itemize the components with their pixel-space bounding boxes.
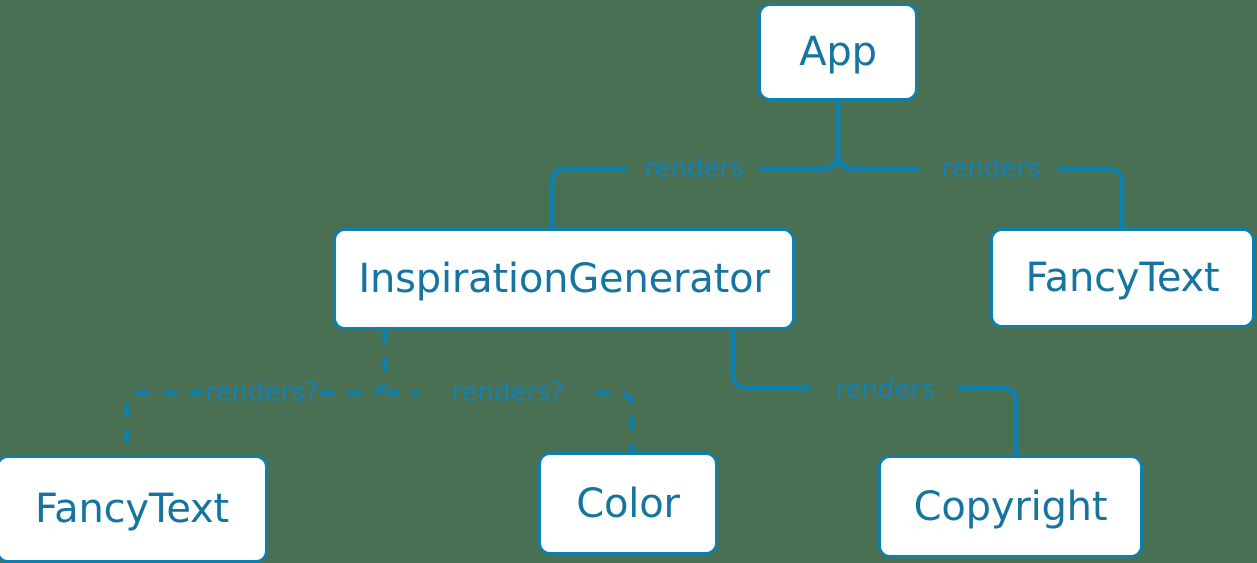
edge-inspirationgenerator-color-drop [596,390,635,452]
node-app[interactable]: App [758,3,918,101]
edge-app-fancytext [835,154,1125,228]
node-fancytext-top[interactable]: FancyText [990,228,1255,328]
node-color[interactable]: Color [538,452,718,555]
node-color-label: Color [576,480,680,527]
edge-label-app-inspirationgenerator: renders [644,154,743,184]
edge-inspirationgenerator-fancytext-drop [124,390,204,455]
edge-label-inspirationgenerator-copyright: renders [835,375,934,405]
edge-inspirationgenerator-copyright-stem [730,330,812,391]
node-app-label: App [799,29,877,75]
edge-label-inspirationgenerator-color: renders? [451,378,564,408]
node-copyright[interactable]: Copyright [878,455,1143,558]
edge-inspirationgenerator-fancytext-stem [320,330,388,396]
edge-label-inspirationgenerator-fancytext: renders? [205,378,318,408]
node-fancytext-top-label: FancyText [1025,255,1220,301]
node-copyright-label: Copyright [913,483,1108,530]
node-inspirationgenerator[interactable]: InspirationGenerator [333,228,795,330]
edge-label-app-fancytext: renders [941,154,1040,184]
edge-inspirationgenerator-copyright-drop [958,385,1019,455]
node-fancytext-bottom-label: FancyText [35,486,229,532]
node-inspirationgenerator-label: InspirationGenerator [358,256,770,302]
node-fancytext-bottom[interactable]: FancyText [0,455,268,563]
